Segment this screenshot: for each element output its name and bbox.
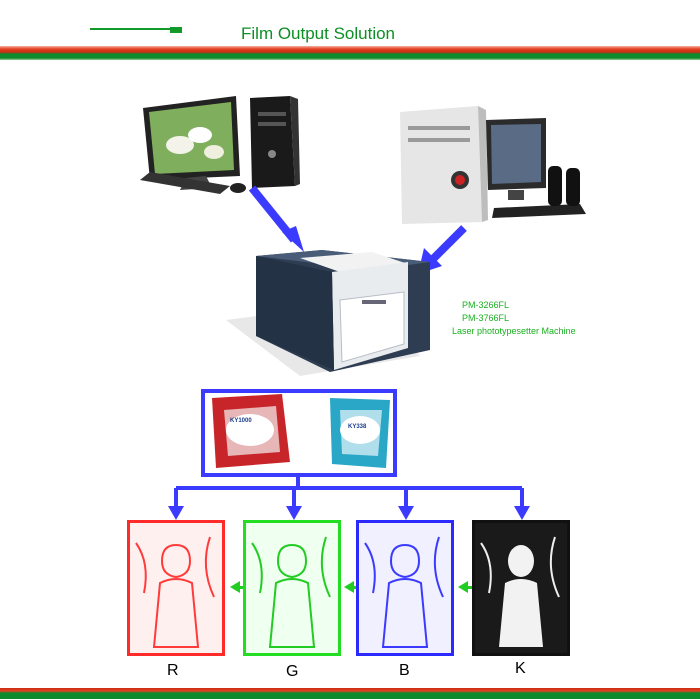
- page-title: Film Output Solution: [241, 24, 396, 43]
- laser-phototypesetter-machine-icon: [226, 250, 430, 376]
- computer-right-icon: [400, 106, 586, 224]
- film-pack-blue-icon: [330, 398, 390, 468]
- pack-1-label: KY1000: [230, 418, 252, 424]
- computer-left-icon: [140, 96, 300, 194]
- channel-label-r: R: [167, 662, 179, 679]
- top-color-band: [0, 46, 700, 60]
- channel-label-g: G: [286, 663, 299, 680]
- bottom-color-band: [0, 688, 700, 699]
- film-green-separation: [243, 520, 341, 656]
- channel-label-k: K: [515, 660, 526, 677]
- distribution-lines: [174, 475, 524, 508]
- channel-label-b: B: [399, 662, 410, 679]
- machine-description: Laser phototypesetter Machine: [452, 326, 576, 336]
- pack-2-label: KY338: [348, 424, 367, 430]
- title-rule: [90, 28, 170, 30]
- title-rule-end: [170, 27, 182, 33]
- film-black-separation: [472, 520, 570, 656]
- film-pack-red-icon: [212, 394, 290, 468]
- film-blue-separation: [356, 520, 454, 656]
- machine-model-1: PM-3266FL: [462, 300, 510, 310]
- machine-model-2: PM-3766FL: [462, 313, 510, 323]
- arrow-right-to-machine: [427, 225, 467, 265]
- film-red-separation: [127, 520, 225, 656]
